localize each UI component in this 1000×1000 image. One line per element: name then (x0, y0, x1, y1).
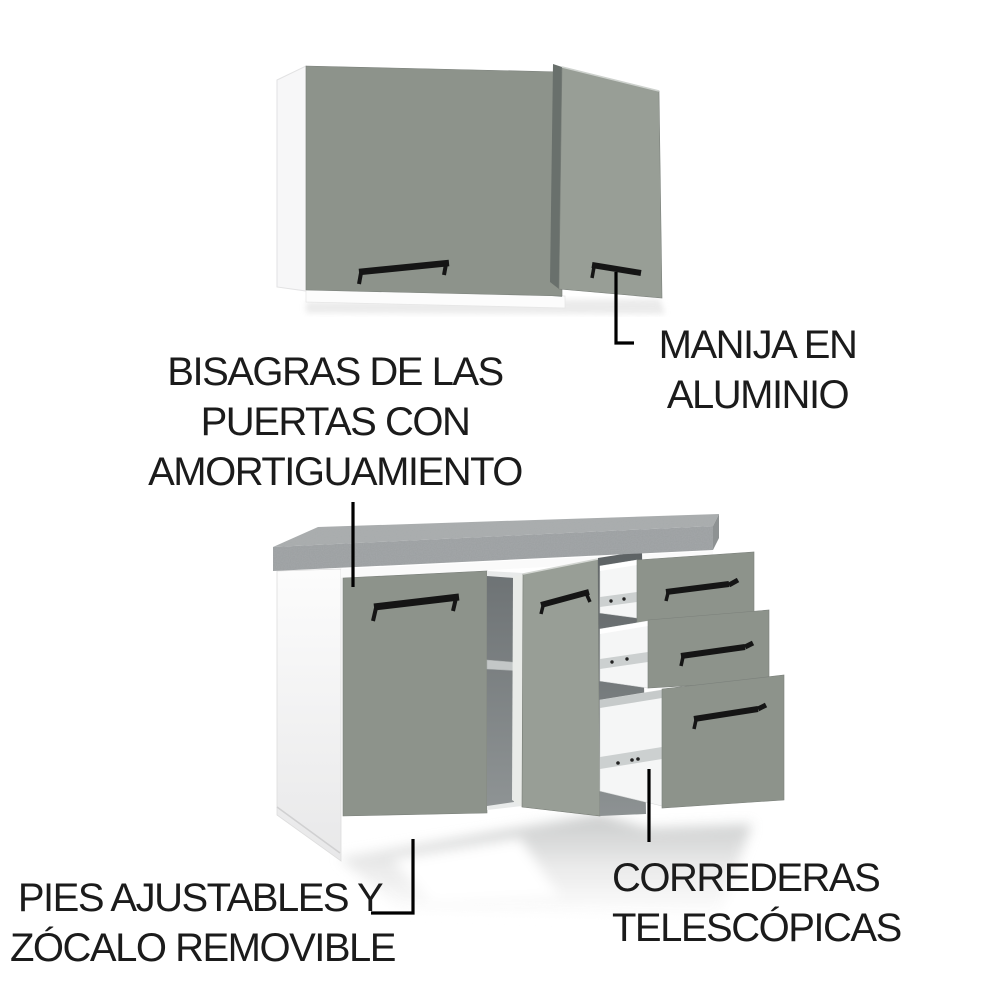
drawer-1 (599, 551, 755, 624)
callout-bisagras-line-2: PUERTAS CON (200, 400, 471, 444)
drawer-2-handle (679, 640, 755, 667)
callout-bisagras-line-3: AMORTIGUAMIENTO (148, 450, 523, 494)
drawer-3-front (661, 674, 785, 809)
base-left-door-handle (371, 593, 460, 622)
countertop-front-face (273, 526, 713, 571)
drawer-2-slide-screws (610, 657, 629, 664)
callout-correderas-line-1: CORREDERAS (612, 856, 881, 900)
callout-correderas: CORREDERAS TELESCÓPICAS (612, 853, 902, 953)
callout-manija-line-2: ALUMINIO (666, 373, 850, 417)
drawer-3-slide (600, 747, 662, 769)
drawer-1-handle (664, 577, 740, 602)
drawer-3-handle (692, 702, 768, 730)
callout-pies-line-1: PIES AJUSTABLES Y (17, 876, 384, 920)
wall-cabinet-left-door-handle (357, 259, 450, 285)
wall-cabinet-open-door-top-edge (561, 66, 660, 92)
drawer-2-box-top (600, 621, 648, 634)
drawer-2-front (647, 609, 770, 689)
callout-bisagras-line-1: BISAGRAS DE LAS (167, 350, 504, 394)
base-cabinet-left-door (342, 570, 488, 817)
callout-pies: PIES AJUSTABLES Y ZÓCALO REMOVIBLE (10, 873, 396, 973)
drawer-1-box-top (600, 560, 637, 571)
plinth-highlight (392, 838, 560, 904)
callout-lines (351, 272, 651, 915)
drawer-2 (599, 609, 770, 689)
drawer-3-slide-screws (616, 757, 640, 765)
countertop-right-face (713, 514, 719, 550)
wall-cabinet (276, 64, 665, 314)
base-cabinet-interior-dark (487, 576, 514, 806)
drawer-3-box (599, 689, 663, 807)
countertop (273, 514, 719, 571)
callout-manija-line-1: MANIJA EN (658, 323, 858, 367)
drawer-3-box-top (600, 690, 662, 708)
drawer-1-slide-screws (609, 597, 626, 603)
base-cabinet-side-seam (276, 806, 341, 854)
drawer-2-slide (600, 652, 648, 669)
wall-cabinet-open-door-edge (550, 64, 562, 289)
base-open-door-edge (512, 574, 523, 807)
countertop-top-face (273, 514, 719, 547)
base-cabinet-side-panel (276, 568, 342, 862)
wall-cabinet-left-door (305, 65, 563, 297)
wall-cabinet-side-panel (276, 65, 307, 292)
wall-cabinet-open-door-handle (590, 262, 642, 279)
callout-bisagras: BISAGRAS DE LAS PUERTAS CON AMORTIGUAMIE… (140, 347, 530, 497)
callout-line-pies (371, 839, 415, 915)
callout-line-manija (614, 272, 634, 345)
base-open-door-top-edge (522, 558, 599, 575)
wall-cabinet-open-door (558, 66, 663, 299)
base-open-door-handle (539, 589, 592, 615)
drawer-1-slide (600, 592, 637, 607)
drawer-3 (599, 674, 785, 809)
callout-correderas-line-2: TELESCÓPICAS (612, 906, 902, 950)
callout-manija: MANIJA EN ALUMINIO (640, 320, 875, 420)
callout-pies-line-2: ZÓCALO REMOVIBLE (10, 926, 396, 970)
